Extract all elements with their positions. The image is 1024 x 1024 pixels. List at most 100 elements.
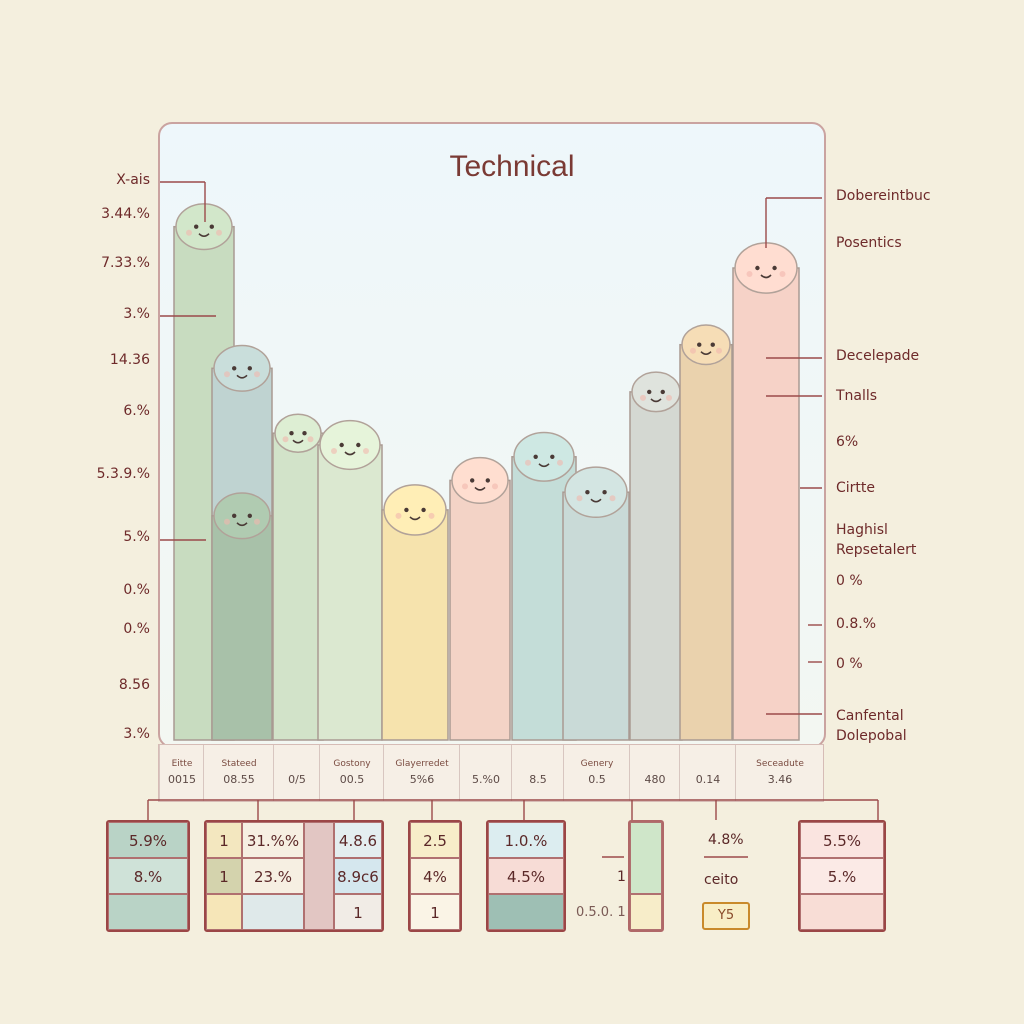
table-cell — [108, 894, 188, 930]
table-cell: 31.%% — [242, 822, 304, 858]
data-table-4: 1.0.% 4.5% — [486, 820, 566, 932]
data-table-3: 2.5 4% 1 — [408, 820, 462, 932]
status-badge: Y5 — [702, 902, 750, 930]
table-cell: 5.9% — [108, 822, 188, 858]
left-axis-label: 14.36 — [109, 352, 150, 368]
table-cell — [488, 894, 564, 930]
bar-face-icon — [525, 454, 563, 468]
category-label — [512, 759, 564, 769]
category-label: Gostony — [333, 759, 371, 769]
table-cell: 8.9c6 — [334, 858, 382, 894]
bar — [732, 242, 800, 741]
table-cell: 4.8.6 — [334, 822, 382, 858]
table-cell — [242, 894, 304, 930]
table-cell: 4% — [410, 858, 460, 894]
category-cell: 480 — [629, 745, 680, 801]
right-axis-label: Posentics — [836, 235, 902, 251]
bar — [562, 466, 630, 741]
category-label: Eitte — [171, 759, 193, 769]
category-cell: Seceadute 3.46 — [735, 745, 824, 801]
bar — [317, 419, 383, 741]
table-cell — [304, 822, 334, 930]
category-cell: Genery 0.5 — [563, 745, 630, 801]
data-table-5 — [628, 820, 664, 932]
bar-face-icon — [331, 442, 369, 456]
table-cell — [630, 894, 662, 930]
right-axis-label: Cirtte — [836, 480, 876, 496]
category-cell: 0.14 — [679, 745, 736, 801]
left-axis-label: 0.% — [123, 582, 150, 598]
table-value: ceito — [704, 872, 739, 888]
bar — [381, 484, 449, 741]
bar-face-icon — [576, 490, 616, 503]
category-label: Seceadute — [756, 759, 804, 769]
table-cell: 4.5% — [488, 858, 564, 894]
left-axis-label: 3.% — [123, 726, 150, 742]
bar-face-icon — [224, 513, 260, 527]
table-cell: 5.5% — [800, 822, 884, 858]
table-cell: 1 — [334, 894, 382, 930]
category-label — [680, 759, 736, 769]
category-value: 08.55 — [223, 773, 255, 786]
category-cell: 8.5 — [511, 745, 564, 801]
bar-face-icon — [186, 224, 222, 237]
right-axis-label: Tnalls — [836, 388, 878, 404]
table-cell: 1 — [206, 858, 242, 894]
table-value: 4.8% — [708, 832, 744, 848]
right-axis-label: Haghisl Repsetalert — [836, 522, 917, 558]
bar — [679, 324, 733, 741]
table-cell — [206, 894, 242, 930]
data-table-7: 5.5% 5.% — [798, 820, 886, 932]
right-axis-label: 6% — [836, 434, 859, 450]
data-table-1: 5.9% 8.% — [106, 820, 190, 932]
bar-face-icon — [224, 366, 260, 379]
category-cell: Stateed 08.55 — [203, 745, 274, 801]
category-value: 8.5 — [529, 773, 547, 786]
category-value: 5%6 — [409, 773, 435, 786]
table-cell: 1.0.% — [488, 822, 564, 858]
category-value: 0.5 — [588, 773, 606, 786]
left-axis-label: 6.% — [123, 403, 150, 419]
bar-face-icon — [690, 342, 722, 355]
chart-title: Technical — [449, 150, 575, 183]
table-cell: 1 — [206, 822, 242, 858]
left-axis-label: 5.% — [123, 529, 150, 545]
data-table-2: 1 1 31.%% 23.% 4.8.6 8.9c6 1 — [204, 820, 384, 932]
category-label — [460, 759, 512, 769]
table-cell: 2.5 — [410, 822, 460, 858]
category-value: 0.14 — [695, 773, 721, 786]
category-value: 0/5 — [288, 773, 306, 786]
right-axis-label: 0.8.% — [836, 616, 877, 632]
category-label: Genery — [580, 759, 614, 769]
right-axis-label: Canfental Dolepobal — [836, 708, 907, 744]
table-cell: 5.% — [800, 858, 884, 894]
table-cell — [630, 822, 662, 894]
left-axis-label: X-ais — [116, 172, 150, 188]
right-axis-label: Decelepade — [836, 348, 920, 364]
category-label: Glayerredet — [395, 759, 449, 769]
left-axis-label: 5.3.9.% — [96, 466, 150, 482]
left-axis-label: 3.% — [123, 306, 150, 322]
bar-face-icon — [462, 478, 498, 491]
category-label — [274, 759, 320, 769]
table-value: 1 — [617, 869, 626, 885]
right-axis-label: 0 % — [836, 656, 863, 672]
table-cell: 8.% — [108, 858, 188, 894]
category-value: 3.46 — [767, 773, 793, 786]
category-cell: 5.%0 — [459, 745, 512, 801]
bar-face-icon — [746, 265, 786, 279]
table-cell: 1 — [410, 894, 460, 930]
category-value: 0015 — [168, 773, 196, 786]
table-cell: 23.% — [242, 858, 304, 894]
category-value: 480 — [644, 773, 666, 786]
left-axis-label: 8.56 — [118, 677, 150, 693]
category-label: Stateed — [221, 759, 257, 769]
bar — [449, 456, 511, 741]
bar — [629, 371, 683, 741]
table-footnote: 0.5.0. 1 — [576, 905, 626, 920]
bar-face-icon — [640, 389, 672, 403]
bar-face-icon — [282, 431, 314, 444]
